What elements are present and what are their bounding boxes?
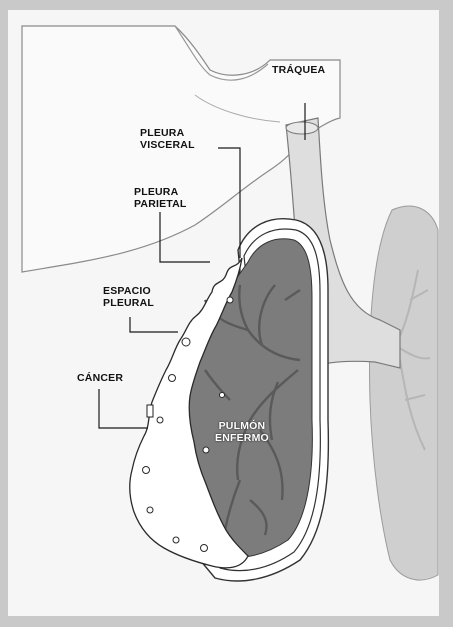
label-visceral-pleura: PLEURA VISCERAL: [140, 127, 195, 151]
cancer-small-lesion: [147, 405, 153, 417]
label-parietal-pleura: PLEURA PARIETAL: [134, 186, 187, 210]
label-pleural-space: ESPACIO PLEURAL: [103, 285, 154, 309]
label-trachea: TRÁQUEA: [272, 64, 325, 76]
label-diseased-lung: PULMÓN ENFERMO: [215, 420, 269, 444]
label-cancer: CÁNCER: [77, 372, 123, 384]
